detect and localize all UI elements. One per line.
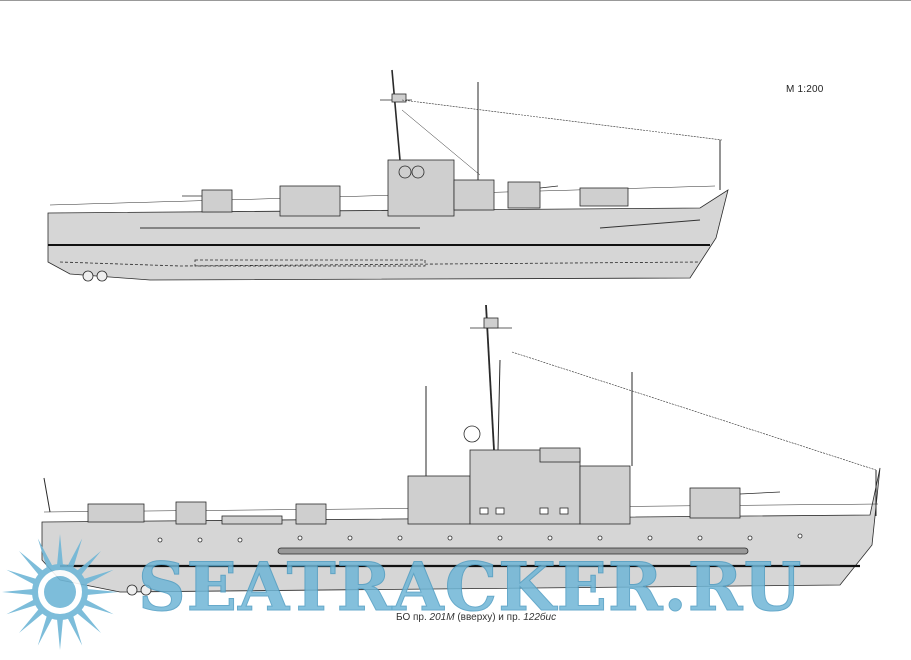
logo-ray <box>56 617 64 650</box>
caption-project-2: 122бис <box>523 612 557 623</box>
top-mast <box>391 69 401 161</box>
logo-ray <box>56 534 64 567</box>
top-gun-1 <box>201 189 233 213</box>
logo-ray <box>19 551 44 576</box>
logo-ray <box>85 588 118 596</box>
ship-top-profile <box>47 69 729 282</box>
top-gun-2 <box>507 181 541 209</box>
page-top-rule <box>0 0 911 1</box>
caption-middle: (вверху) и пр. <box>454 612 524 623</box>
top-hull <box>47 189 729 281</box>
bottom-mast <box>485 304 495 451</box>
logo-ray <box>76 608 101 633</box>
ship-bottom-profile <box>41 304 881 596</box>
bottom-gun-3 <box>689 487 741 519</box>
logo-ray <box>82 599 114 615</box>
logo-ray <box>2 588 35 596</box>
logo-ray <box>6 599 38 615</box>
caption-prefix: БО пр. <box>396 612 430 623</box>
logo-ray <box>82 569 114 585</box>
sun-burst-logo <box>2 534 118 650</box>
top-structure-1 <box>279 185 341 217</box>
bottom-gun-1 <box>175 501 207 525</box>
watermark-text: SEATRACKER.RU <box>137 548 803 627</box>
logo-ray <box>67 614 83 646</box>
top-bridge <box>387 159 455 217</box>
logo-ray <box>37 614 53 646</box>
logo-ray <box>19 608 44 633</box>
scale-label: М 1:200 <box>786 84 824 95</box>
drawing-caption: БО пр. 201М (вверху) и пр. 122бис <box>396 612 556 623</box>
bottom-bridge-base <box>407 475 471 525</box>
logo-ray <box>37 538 53 570</box>
logo-ray <box>67 538 83 570</box>
logo-ray <box>76 551 101 576</box>
caption-project-1: 201М <box>429 612 455 623</box>
bottom-gun-2 <box>295 503 327 525</box>
logo-ray <box>6 569 38 585</box>
